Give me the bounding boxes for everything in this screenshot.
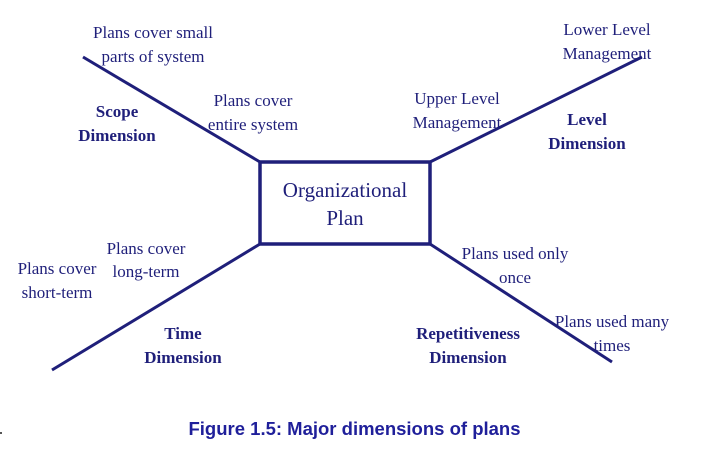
level-outer-label-line2: Management xyxy=(563,44,652,63)
repetitiveness-dimension-label-line1: Repetitiveness xyxy=(416,324,520,343)
center-box xyxy=(258,160,432,246)
scope-outer-label-line2: parts of system xyxy=(102,47,205,66)
time-outer-label-line2: short-term xyxy=(22,283,93,302)
repetitiveness-inner-label-line1: Plans used only xyxy=(462,244,569,263)
repetitiveness-outer-label-line1: Plans used many xyxy=(555,312,670,331)
scope-outer-label-line1: Plans cover small xyxy=(93,23,213,42)
figure-caption: Figure 1.5: Major dimensions of plans xyxy=(188,418,521,439)
level-inner-label-line2: Management xyxy=(413,113,502,132)
center-label-line2: Plan xyxy=(326,206,364,230)
level-axis-line xyxy=(429,55,643,164)
repetitiveness-dimension-label-line2: Dimension xyxy=(429,348,507,367)
time-inner-label-line1: Plans cover xyxy=(107,239,186,258)
center-label-line1: Organizational xyxy=(283,178,408,202)
scope-inner-label-line1: Plans cover xyxy=(214,91,293,110)
level-dimension-label-line2: Dimension xyxy=(548,134,626,153)
margin-dot xyxy=(0,432,2,434)
scope-dimension-label-line1: Scope xyxy=(96,102,139,121)
repetitiveness-inner-label-line2: once xyxy=(499,268,531,287)
scope-axis-line xyxy=(82,55,261,164)
time-outer-label-line1: Plans cover xyxy=(18,259,97,278)
time-dimension-label-line2: Dimension xyxy=(144,348,222,367)
scope-inner-label-line2: entire system xyxy=(208,115,298,134)
level-dimension-label-line1: Level xyxy=(567,110,607,129)
repetitiveness-outer-label-line2: times xyxy=(594,336,631,355)
scope-dimension-label-line2: Dimension xyxy=(78,126,156,145)
repetitiveness-axis-line xyxy=(429,242,613,364)
level-inner-label-line1: Upper Level xyxy=(414,89,500,108)
time-inner-label-line2: long-term xyxy=(112,262,179,281)
time-axis-line xyxy=(51,242,261,372)
level-outer-label-line1: Lower Level xyxy=(563,20,651,39)
time-dimension-label-line1: Time xyxy=(164,324,202,343)
